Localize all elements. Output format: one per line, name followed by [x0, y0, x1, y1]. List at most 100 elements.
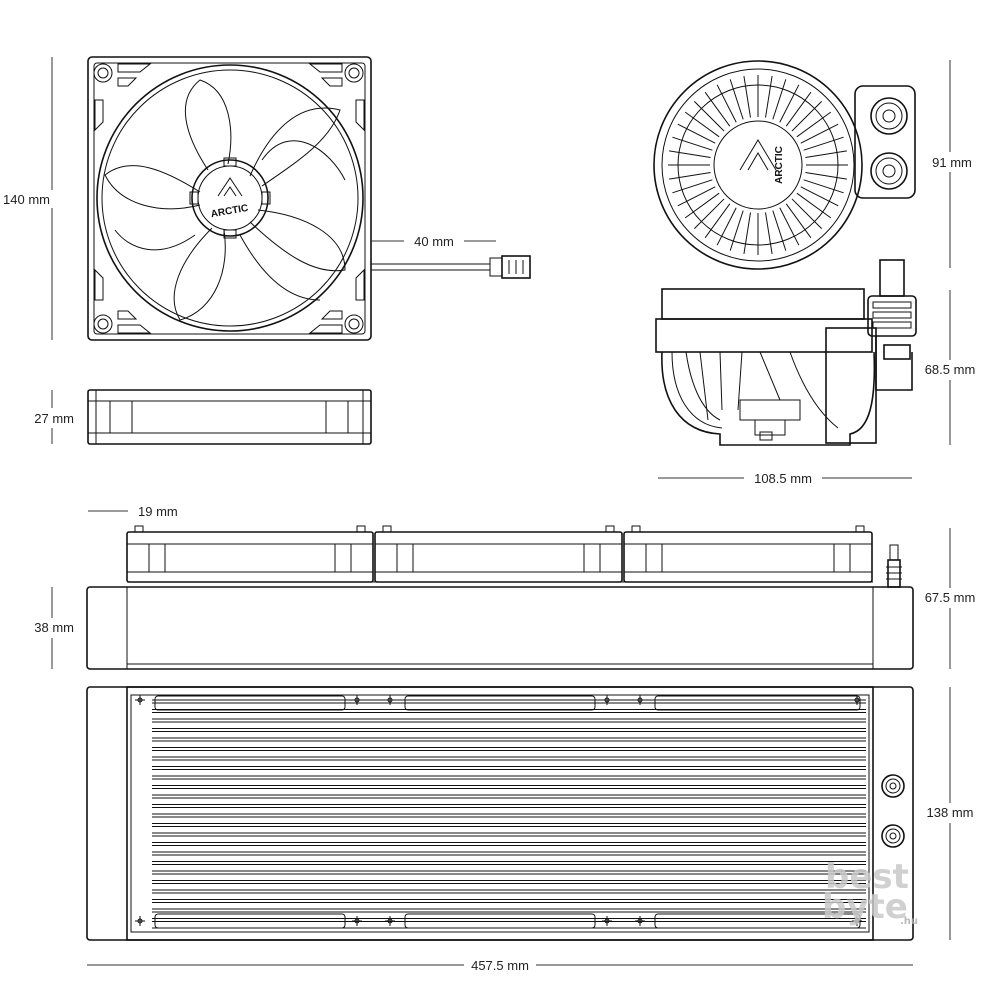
pump-fin: [765, 76, 773, 118]
dim-total-thickness: 67.5 mm: [925, 528, 976, 669]
fan-front-view: ARCTIC: [87, 56, 531, 341]
radiator-ports: [881, 774, 905, 848]
fan-side-view: [87, 389, 372, 445]
fan-frame-outline: [154, 913, 346, 929]
mount-mark: [854, 697, 860, 703]
mount-mark: [354, 697, 360, 703]
side-fan-post: [396, 543, 414, 573]
mount-mark: [854, 918, 860, 924]
side-fan-post: [833, 543, 851, 573]
pump-fin: [785, 203, 812, 239]
pump-fin: [694, 101, 725, 132]
dim-pump-width: 108.5 mm: [658, 471, 912, 486]
fan-frame-outline: [154, 695, 346, 711]
dim-fan-thickness: 27 mm: [34, 390, 74, 444]
dim-pump-depth: 68.5 mm: [925, 290, 976, 445]
pump-fin: [803, 136, 844, 151]
dim-cable-length-label: 40 mm: [414, 234, 454, 249]
radiator-top-view: [86, 686, 914, 941]
dim-total-thickness-label: 67.5 mm: [925, 590, 976, 605]
side-fan-screw: [356, 525, 366, 533]
mount-mark: [637, 697, 643, 703]
pump-fin: [672, 179, 713, 194]
dim-pump-height: 91 mm: [932, 60, 972, 268]
pump-fin: [684, 192, 720, 219]
pump-fin: [704, 203, 731, 239]
dim-radiator-length-label: 457.5 mm: [471, 958, 529, 973]
pump-fin: [743, 76, 751, 118]
watermark: best byte .hu: [822, 857, 918, 927]
dim-pump-depth-label: 68.5 mm: [925, 362, 976, 377]
pump-fin: [743, 212, 751, 254]
pump-fin: [772, 79, 787, 120]
watermark-suffix: .hu: [900, 916, 918, 927]
dim-radiator-length: 457.5 mm: [87, 958, 913, 973]
side-fan-screw: [631, 525, 641, 533]
pump-fin: [785, 91, 812, 127]
mount-mark: [604, 918, 610, 924]
dim-fan-height: 140 mm: [3, 57, 53, 340]
fan-frame-outline: [654, 695, 861, 711]
pump-fin: [765, 212, 773, 254]
watermark-line1: best: [825, 857, 909, 897]
pump-fin: [672, 136, 713, 151]
fan-mount-holes: [93, 63, 364, 334]
dim-fan-depth-top: 19 mm: [88, 504, 178, 519]
dim-radiator-width: 138 mm: [927, 687, 974, 940]
side-fan-post: [148, 543, 166, 573]
pump-fin: [796, 192, 832, 219]
mount-mark: [387, 918, 393, 924]
radiator-fins: [152, 695, 866, 929]
pump-fin: [716, 84, 737, 123]
side-fan-screw: [134, 525, 144, 533]
pump-fin: [669, 150, 711, 158]
pump-fin: [805, 172, 847, 180]
radiator-mount-marks: [135, 695, 862, 926]
pump-fins: [668, 75, 848, 255]
mount-mark: [354, 918, 360, 924]
pump-fin: [805, 150, 847, 158]
pump-fin: [796, 111, 832, 138]
fan-brand-label: ARCTIC: [210, 203, 249, 220]
mount-mark: [137, 918, 143, 924]
mount-mark: [137, 697, 143, 703]
mount-mark: [637, 918, 643, 924]
radiator-side-view: [86, 525, 914, 670]
dim-pump-height-label: 91 mm: [932, 155, 972, 170]
dim-fan-height-label: 140 mm: [3, 192, 50, 207]
pump-fin: [803, 179, 844, 194]
fan-blades: [104, 79, 346, 321]
pump-fin: [800, 123, 839, 144]
pump-fin: [677, 123, 716, 144]
side-fan: [374, 531, 623, 583]
pump-fin: [800, 186, 839, 207]
pump-fin: [677, 186, 716, 207]
fan-cable: [371, 255, 531, 279]
mount-mark: [387, 697, 393, 703]
mount-mark: [604, 697, 610, 703]
side-fan-screw: [605, 525, 615, 533]
pump-fin: [779, 84, 800, 123]
dim-radiator-thickness-label: 38 mm: [34, 620, 74, 635]
pump-fin: [704, 91, 731, 127]
side-fan-screw: [855, 525, 865, 533]
side-fan-screw: [382, 525, 392, 533]
pump-top-view: ARCTIC: [653, 60, 916, 270]
pump-fin: [716, 207, 737, 246]
dim-radiator-width-label: 138 mm: [927, 805, 974, 820]
watermark-line2: byte: [822, 887, 908, 927]
side-fan-post: [583, 543, 601, 573]
dim-radiator-thickness: 38 mm: [34, 587, 74, 669]
pump-fin: [779, 207, 800, 246]
pump-fin: [791, 198, 822, 229]
dim-pump-width-label: 108.5 mm: [754, 471, 812, 486]
fan-frame-outline: [404, 695, 596, 711]
pump-side-view: [655, 259, 917, 446]
pump-fin: [669, 172, 711, 180]
pump-fin: [729, 79, 744, 120]
dim-cable-length: 40 mm: [371, 234, 496, 249]
side-fan-post: [645, 543, 663, 573]
pump-fin: [729, 210, 744, 251]
side-fan: [623, 531, 873, 583]
